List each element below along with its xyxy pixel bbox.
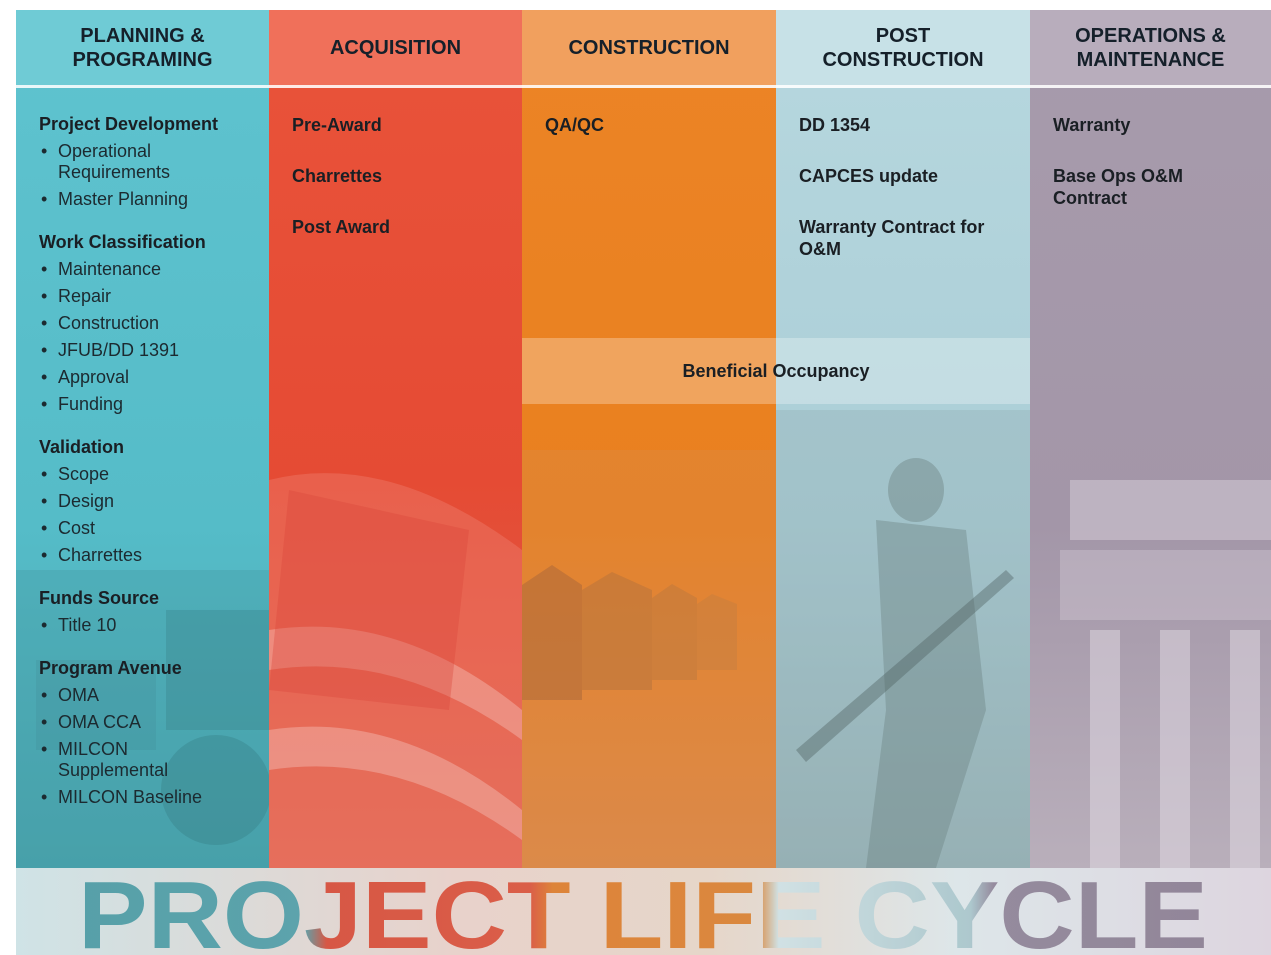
project-life-cycle-diagram: PLANNING & PROGRAMING Project Developmen… [16,10,1271,955]
bullet-item: Construction [39,313,229,334]
header-operations: OPERATIONS & MAINTENANCE [1030,10,1271,88]
bullet-item: Title 10 [39,615,229,636]
section-title: Funds Source [39,588,160,608]
bullet-item: Repair [39,286,229,307]
construction-content: QA/QC [545,114,764,165]
bullet-list: OMA OMA CCA MILCON SupplementalMILCON Base… [39,685,229,808]
header-post-construction: POST CONSTRUCTION [776,10,1030,88]
column-construction: CONSTRUCTION QA/QC [522,10,776,868]
section-title: Program Avenue [39,658,182,678]
stage-item: Post Award [292,217,391,237]
footer-title: PROJECT LIFE CYCLE [78,868,1208,955]
section-project-development: Project DevelopmentOperational Requireme… [39,114,229,210]
section-work-classification: Work ClassificationMaintenanceRepairCons… [39,232,229,415]
bullet-item: Cost [39,518,229,539]
bullet-item: Design [39,491,229,512]
stage-item: QA/QC [545,115,605,135]
bullet-item: Operational Requirements [39,141,229,183]
stage-item: CAPCES update [799,166,939,186]
beneficial-occupancy-label: Beneficial Occupancy [682,360,870,381]
bullet-list: Operational RequirementsMaster Planning [39,141,229,210]
section-program-avenue: Program AvenueOMA OMA CCA MILCON Supplemen… [39,658,229,808]
footer-banner: PROJECT LIFE CYCLE [16,868,1271,955]
bullet-item: Scope [39,464,229,485]
bullet-item: Maintenance [39,259,229,280]
stage-item: Base Ops O&M Contract [1053,166,1184,208]
section-validation: ValidationScopeDesignCostCharrettes [39,437,229,566]
section-title: Project Development [39,114,219,134]
section-title: Work Classification [39,232,206,252]
bullet-item: Funding [39,394,229,415]
column-planning: PLANNING & PROGRAMING Project Developmen… [16,10,269,868]
stage-item: Warranty [1053,115,1131,135]
bullet-list: MaintenanceRepairConstructionJFUB/DD 139… [39,259,229,415]
bullet-item: OMA CCA [39,712,229,733]
bullet-list: Title 10 [39,615,229,636]
planning-content: Project DevelopmentOperational Requireme… [39,114,229,830]
header-construction: CONSTRUCTION [522,10,776,88]
bullet-item: OMA [39,685,229,706]
header-acquisition: ACQUISITION [269,10,522,88]
bullet-item: Approval [39,367,229,388]
bullet-item: MILCON Supplemental [39,739,229,781]
stage-item: Pre-Award [292,115,382,135]
section-title: Validation [39,437,125,457]
stage-item: DD 1354 [799,115,871,135]
bullet-item: Master Planning [39,189,229,210]
section-funds-source: Funds SourceTitle 10 [39,588,229,636]
header-planning: PLANNING & PROGRAMING [16,10,269,88]
stage-item: Charrettes [292,166,383,186]
bullet-list: ScopeDesignCostCharrettes [39,464,229,566]
bullet-item: MILCON Baseline [39,787,229,808]
bullet-item: JFUB/DD 1391 [39,340,229,361]
stage-item: Warranty Contract for O&M [799,217,985,259]
bullet-item: Charrettes [39,545,229,566]
beneficial-occupancy-band: Beneficial Occupancy [522,338,1030,404]
footer-title-graphic: PROJECT LIFE CYCLE [78,868,1208,955]
